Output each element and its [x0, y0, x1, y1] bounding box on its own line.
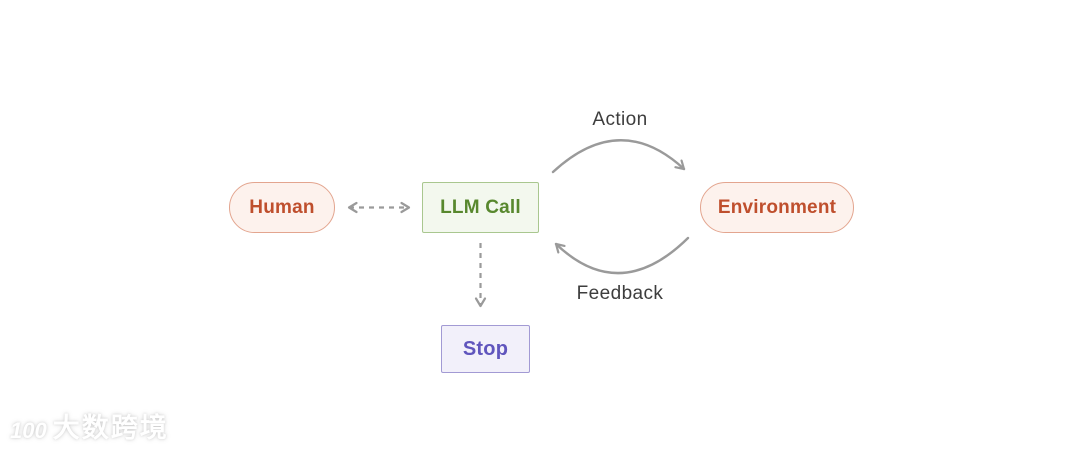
node-human: Human — [229, 182, 335, 233]
action-arrow — [551, 139, 686, 174]
action-edge-label: Action — [592, 109, 648, 130]
feedback-edge-label: Feedback — [576, 283, 664, 304]
node-human-label: Human — [249, 196, 315, 218]
node-llm-call: LLM Call — [422, 182, 539, 233]
node-llm-call-label: LLM Call — [440, 196, 521, 218]
watermark-logo: 100 — [10, 418, 47, 443]
node-environment: Environment — [700, 182, 854, 233]
watermark-text: 大数跨境 — [52, 413, 169, 443]
node-stop: Stop — [441, 325, 530, 373]
node-stop-label: Stop — [462, 337, 509, 360]
feedback-arrow — [554, 236, 690, 275]
watermark: 100 大数跨境 — [10, 415, 169, 442]
node-environment-label: Environment — [717, 196, 837, 218]
